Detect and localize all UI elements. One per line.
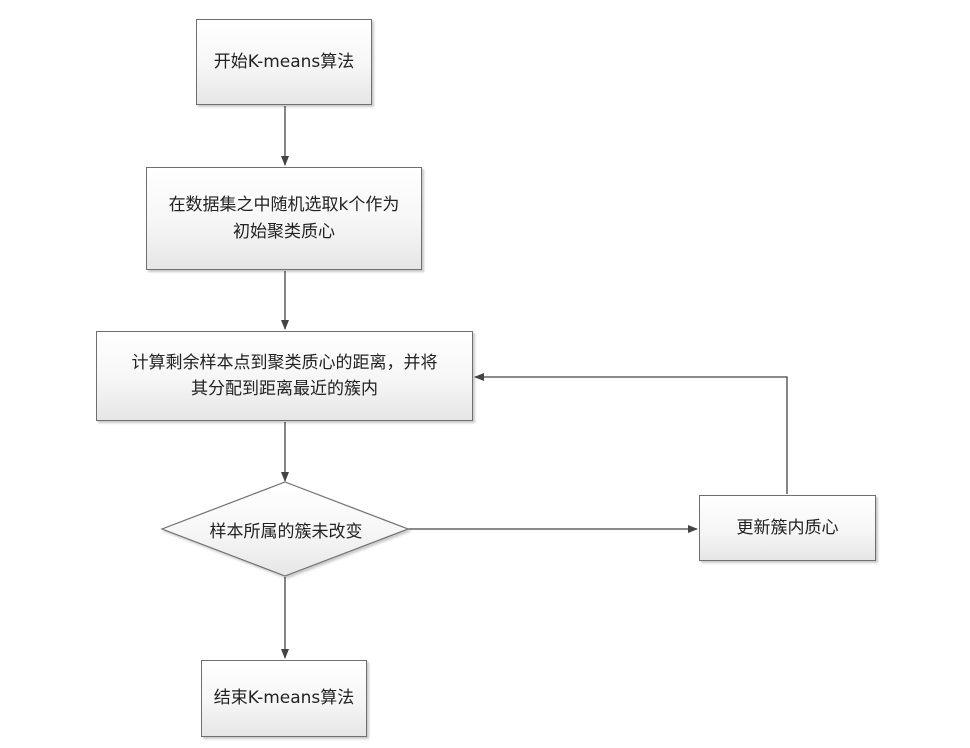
- init-centroids-label: 在数据集之中随机选取k个作为 初始聚类质心: [168, 195, 400, 242]
- start-node: 开始K-means算法: [196, 19, 372, 105]
- init-centroids-node: 在数据集之中随机选取k个作为 初始聚类质心: [146, 167, 422, 270]
- assign-clusters-node: 计算剩余样本点到聚类质心的距离，并将 其分配到距离最近的簇内: [96, 331, 473, 421]
- decision-label: 样本所属的簇未改变: [209, 522, 363, 542]
- assign-clusters-label: 计算剩余样本点到聚类质心的距离，并将 其分配到距离最近的簇内: [131, 352, 438, 399]
- arrow-update-to-assign: [474, 373, 788, 494]
- start-node-label: 开始K-means算法: [213, 51, 355, 72]
- update-centroids-node: 更新簇内质心: [699, 495, 876, 561]
- update-centroids-label: 更新簇内质心: [736, 517, 839, 538]
- decision-diamond: [160, 481, 410, 577]
- end-node-label: 结束K-means算法: [213, 688, 355, 709]
- end-node: 结束K-means算法: [201, 660, 367, 737]
